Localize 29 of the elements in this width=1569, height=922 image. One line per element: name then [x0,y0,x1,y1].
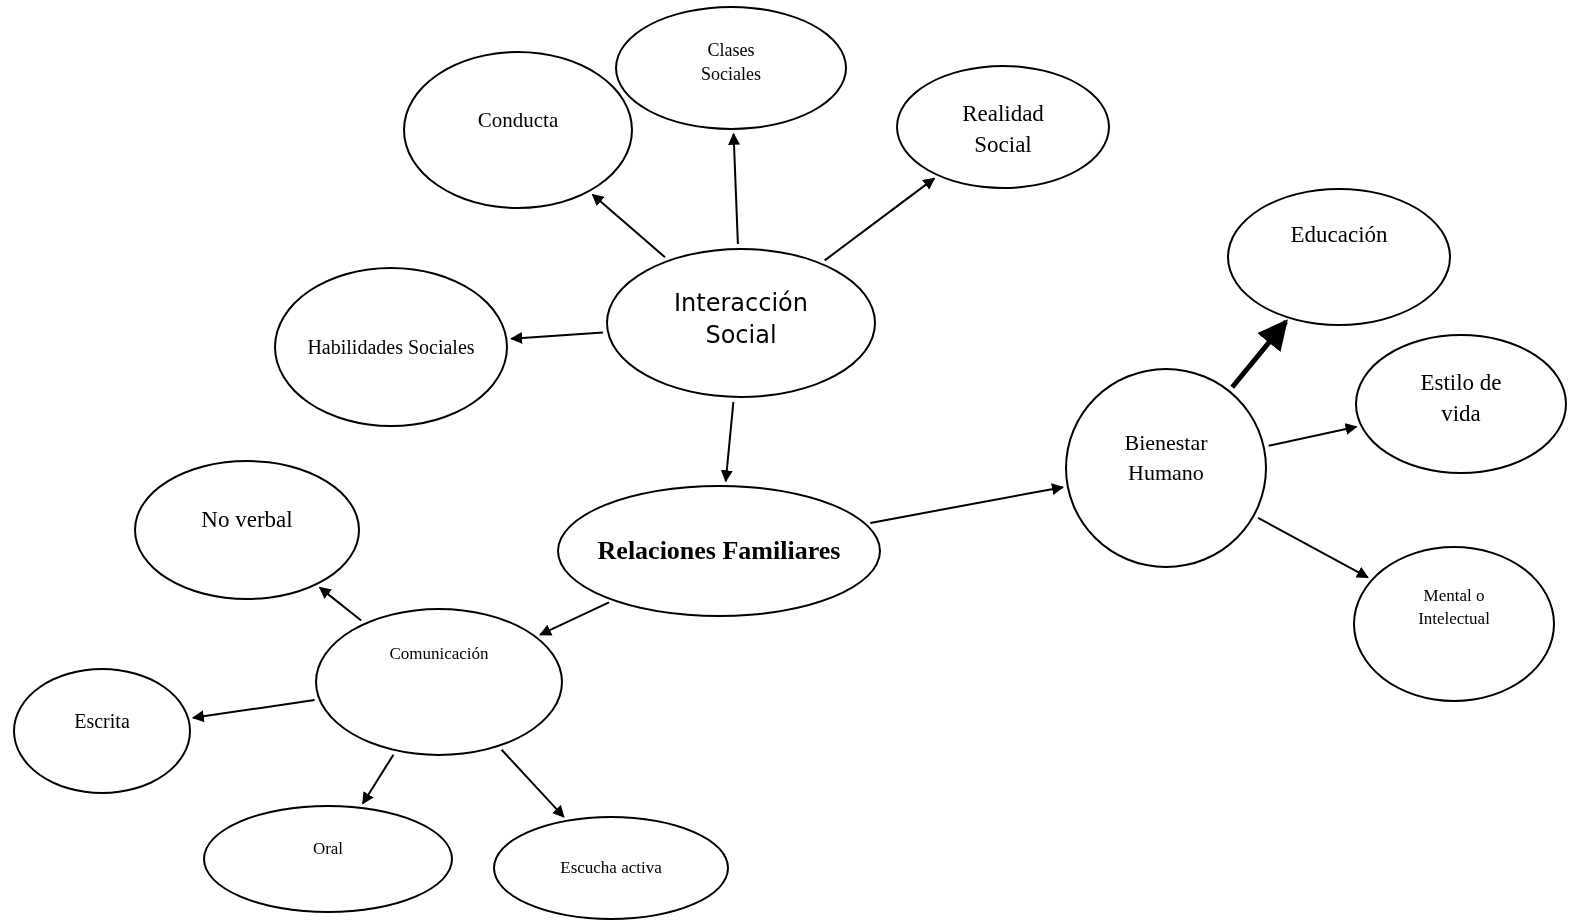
arrow [539,601,610,636]
node-label: No verbal [201,506,293,535]
arrow [510,331,605,344]
arrow [191,699,316,723]
node-label: Mental o Intelectual [1417,585,1491,630]
node-label: Oral [312,837,344,860]
node-label: Relaciones Familiares [597,535,841,568]
arrow [1267,423,1358,447]
node-label: Interacción Social [673,287,809,351]
arrow [720,400,735,483]
arrow [500,748,565,818]
node-label: Conducta [477,106,559,134]
arrow [1230,319,1288,389]
arrow [823,177,936,262]
arrow [1257,516,1369,579]
node-label: Habilidades Sociales [307,334,475,360]
arrow [591,193,667,259]
node-label: Escrita [74,708,130,734]
arrow [728,132,740,245]
node-label: Bienestar Humano [1123,429,1209,487]
node-label: Escucha activa [560,856,662,879]
node-label: Realidad Social [961,99,1045,159]
node-label: Comunicación [389,642,489,665]
arrow [318,586,363,622]
node-label: Educación [1290,221,1388,250]
arrow [361,753,395,805]
node-label: Estilo de vida [1419,368,1503,428]
arrow [869,483,1064,524]
node-label: Clases Sociales [700,38,762,86]
